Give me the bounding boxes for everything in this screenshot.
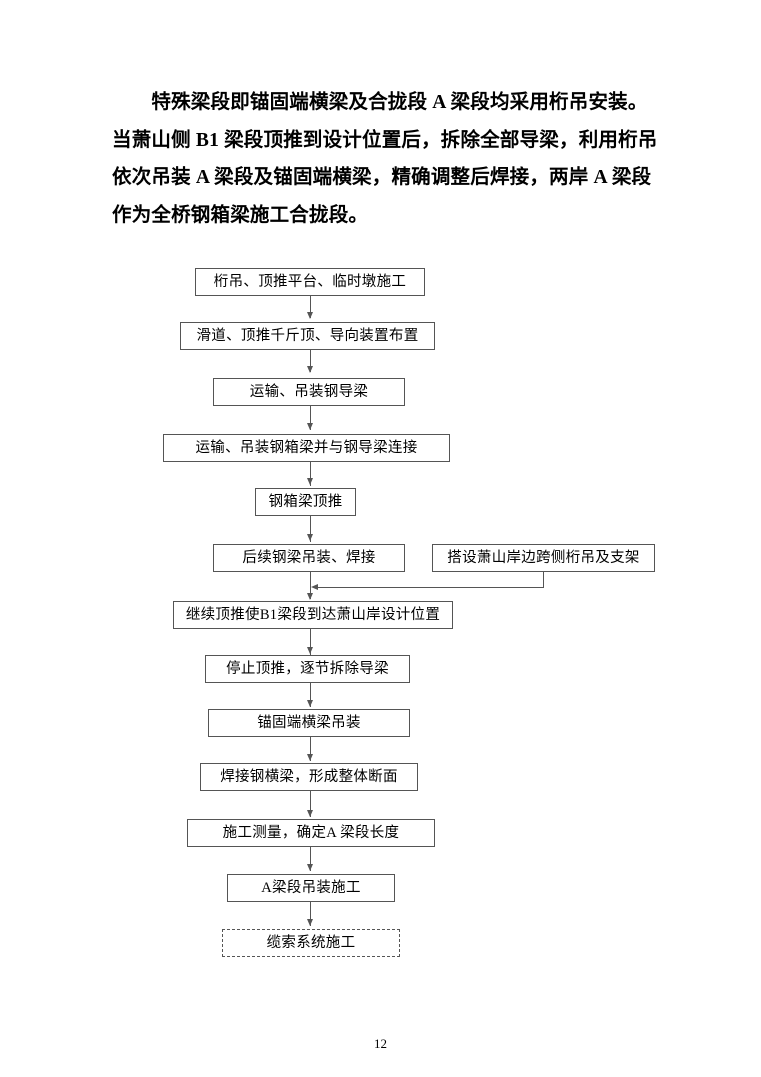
connector-9-10: [310, 683, 311, 707]
paragraph-line: 作为全桥钢箱梁施工合拢段。: [112, 204, 369, 226]
flow-node-8: 继续顶推使B1梁段到达萧山岸设计位置: [173, 601, 453, 629]
arrow-merge-icon: [311, 583, 318, 590]
page-number: 12: [374, 1036, 387, 1051]
connector-3-4: [310, 406, 311, 430]
flow-node-1: 桁吊、顶推平台、临时墩施工: [195, 268, 425, 296]
arrow-3-4-icon: [306, 423, 313, 430]
connector-8-9: [310, 629, 311, 655]
connector-5-6: [310, 516, 311, 542]
flow-node-12: 施工测量，确定A 梁段长度: [187, 819, 435, 847]
connector-12-13: [310, 847, 311, 871]
body-paragraph: 特殊梁段即锚固端横梁及合拢段 A 梁段均采用桁吊安装。 当萧山侧 B1 梁段顶推…: [112, 84, 658, 234]
connector-2-3: [310, 350, 311, 372]
arrow-5-6-icon: [306, 534, 313, 541]
flow-node-11: 焊接钢横梁，形成整体断面: [200, 763, 418, 791]
connector-4-5: [310, 462, 311, 486]
flow-node-6: 后续钢梁吊装、焊接: [213, 544, 405, 572]
arrow-12-13-icon: [306, 864, 313, 871]
paragraph-line: 特殊梁段即锚固端横梁及合拢段 A 梁段均采用桁吊安装。: [112, 92, 648, 113]
arrow-2-3-icon: [306, 366, 313, 373]
connector-7-merge-vertical: [543, 572, 544, 587]
flow-node-9: 停止顶推，逐节拆除导梁: [205, 655, 410, 683]
arrow-8-9-icon: [306, 647, 313, 654]
arrow-10-11-icon: [306, 754, 313, 761]
arrow-11-12-icon: [306, 810, 313, 817]
flow-node-4: 运输、吊装钢箱梁并与钢导梁连接: [163, 434, 450, 462]
arrow-9-10-icon: [306, 700, 313, 707]
flow-node-5: 钢箱梁顶推: [255, 488, 356, 516]
arrow-13-14-icon: [306, 919, 313, 926]
flow-node-3: 运输、吊装钢导梁: [213, 378, 405, 406]
connector-10-11: [310, 737, 311, 761]
connector-6-8: [310, 572, 311, 599]
connector-1-2: [310, 296, 311, 318]
flow-node-14: 缆索系统施工: [222, 929, 400, 957]
flow-node-7: 搭设萧山岸边跨侧桁吊及支架: [432, 544, 655, 572]
connector-13-14: [310, 902, 311, 926]
flow-node-10: 锚固端横梁吊装: [208, 709, 410, 737]
flow-node-2: 滑道、顶推千斤顶、导向装置布置: [180, 322, 435, 350]
connector-7-merge-horizontal: [318, 587, 544, 588]
arrow-6-8-icon: [306, 593, 313, 600]
paragraph-line: 依次吊装 A 梁段及锚固端横梁，精确调整后焊接，两岸 A 梁段: [112, 167, 652, 188]
flow-node-13: A梁段吊装施工: [227, 874, 395, 902]
arrow-1-2-icon: [306, 312, 313, 319]
connector-11-12: [310, 791, 311, 817]
arrow-4-5-icon: [306, 478, 313, 485]
paragraph-line: 当萧山侧 B1 梁段顶推到设计位置后，拆除全部导梁，利用桁吊: [112, 129, 658, 151]
